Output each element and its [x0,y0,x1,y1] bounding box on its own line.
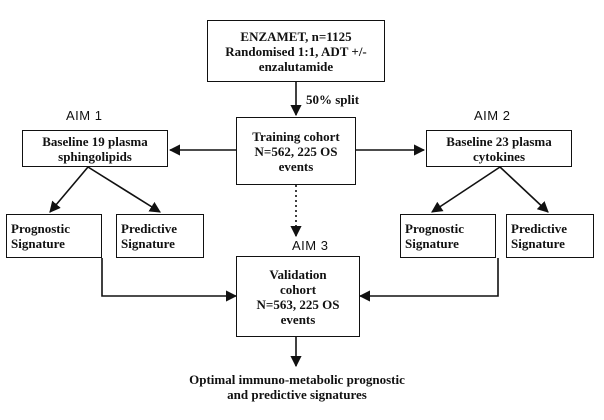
predictive-left-line-1: Predictive [121,221,178,236]
enzamet-line-1: ENZAMET, n=1125 [240,28,352,44]
enzamet-box: ENZAMET, n=1125 Randomised 1:1, ADT +/- … [207,20,385,82]
arrow-left-signatures-to-validation [101,258,238,302]
outcome-text: Optimal immuno-metabolic prognostic and … [170,372,424,402]
training-line-1: Training cohort [252,128,340,144]
arrow-right-signatures-to-validation [358,258,499,302]
validation-cohort-box: Validation cohort N=563, 225 OS events [236,256,360,337]
training-line-3: events [278,158,314,174]
enzamet-line-3: enzalutamide [258,58,334,74]
arrow-sphingolipids-to-prognostic-left [49,166,89,213]
validation-line-1: Validation [269,266,327,282]
prognostic-right-line-1: Prognostic [405,221,464,236]
prognostic-left-line-1: Prognostic [11,221,70,236]
arrow-sphingolipids-to-predictive-left [87,166,161,213]
validation-line-4: events [280,311,316,327]
aim1-label: AIM 1 [66,108,103,123]
arrow-cytokines-to-predictive-right [499,166,549,213]
cytokines-box: Baseline 23 plasma cytokines [426,130,572,167]
sphingolipids-line-2: sphingolipids [58,148,132,164]
predictive-signature-right-box: Predictive Signature [506,214,594,258]
training-line-2: N=562, 225 OS [254,143,338,159]
sphingolipids-box: Baseline 19 plasma sphingolipids [22,130,168,167]
cytokines-line-2: cytokines [473,148,525,164]
outcome-line-2: and predictive signatures [227,387,367,402]
enzamet-line-2: Randomised 1:1, ADT +/- [225,43,367,59]
prognostic-left-line-2: Signature [11,236,65,251]
validation-line-3: N=563, 225 OS [256,296,340,312]
prognostic-signature-left-box: Prognostic Signature [6,214,102,258]
training-cohort-box: Training cohort N=562, 225 OS events [236,117,356,185]
aim3-label: AIM 3 [292,238,329,253]
prognostic-signature-right-box: Prognostic Signature [400,214,496,258]
predictive-right-line-1: Predictive [511,221,568,236]
outcome-line-1: Optimal immuno-metabolic prognostic [189,372,405,387]
predictive-right-line-2: Signature [511,236,565,251]
arrow-cytokines-to-prognostic-right [431,166,501,213]
prognostic-right-line-2: Signature [405,236,459,251]
split-label: 50% split [306,92,360,107]
sphingolipids-line-1: Baseline 19 plasma [42,133,148,149]
predictive-left-line-2: Signature [121,236,175,251]
validation-line-2: cohort [279,281,317,297]
aim2-label: AIM 2 [474,108,511,123]
cytokines-line-1: Baseline 23 plasma [446,133,552,149]
predictive-signature-left-box: Predictive Signature [116,214,204,258]
